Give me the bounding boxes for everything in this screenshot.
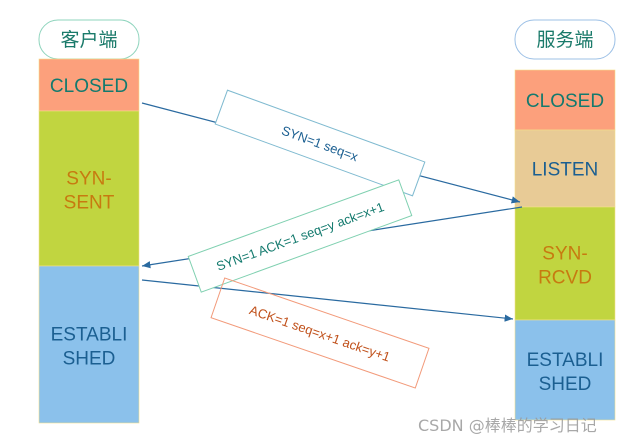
client-state-column: CLOSED SYN- SENT ESTABLI SHED (38, 58, 140, 424)
state-block (38, 265, 140, 424)
state-block (38, 110, 140, 267)
server-state-listen: LISTEN (514, 129, 616, 208)
state-label: LISTEN (532, 160, 599, 181)
state-label: SYN- (542, 244, 587, 265)
state-label: SHED (539, 374, 592, 395)
server-state-column: CLOSED LISTEN SYN- RCVD ESTABLI SHED (514, 69, 616, 421)
server-state-syn-rcvd: SYN- RCVD (514, 206, 616, 321)
state-label: SENT (64, 193, 115, 214)
server-state-closed: CLOSED (514, 69, 616, 131)
client-state-closed: CLOSED (38, 58, 140, 112)
client-state-syn-sent: SYN- SENT (38, 110, 140, 267)
state-block (514, 319, 616, 421)
syn-message-box: SYN=1 seq=x (214, 89, 426, 197)
client-state-establi-shed: ESTABLI SHED (38, 265, 140, 424)
client-title: 客户端 (60, 29, 117, 51)
server-state-establi-shed: ESTABLI SHED (514, 319, 616, 421)
state-block (514, 206, 616, 321)
state-block (514, 69, 616, 131)
state-label: ESTABLI (527, 350, 604, 371)
state-label: SHED (63, 349, 116, 370)
state-label: SYN- (66, 169, 111, 190)
client-header: 客户端 (38, 19, 140, 60)
state-label: CLOSED (526, 91, 604, 112)
state-label: CLOSED (50, 76, 128, 97)
state-label: RCVD (538, 268, 592, 289)
ack-message-box: ACK=1 seq=x+1 ack=y+1 (210, 277, 430, 389)
server-title: 服务端 (536, 29, 593, 51)
watermark: CSDN @棒棒的学习日记 (418, 416, 597, 435)
syn-ack-message-box: SYN=1 ACK=1 seq=y ack=x+1 (187, 179, 413, 293)
state-block (514, 129, 616, 208)
syn-ack-message-label: SYN=1 ACK=1 seq=y ack=x+1 (214, 199, 386, 274)
state-label: ESTABLI (51, 325, 128, 346)
server-header: 服务端 (514, 19, 616, 60)
